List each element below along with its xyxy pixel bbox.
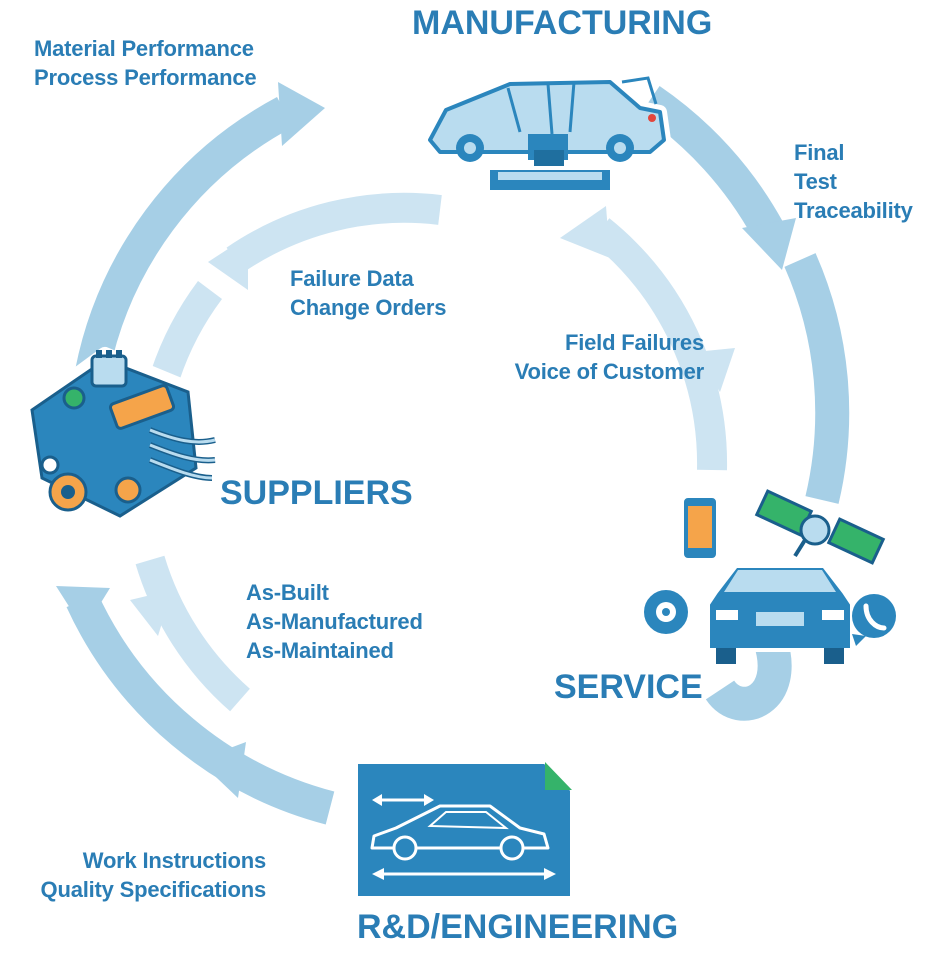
flow-line: Failure Data	[290, 266, 414, 291]
flow-line: Process Performance	[34, 65, 257, 90]
inner-arc-suppliers-lower	[135, 555, 251, 712]
flow-line: Field Failures	[564, 330, 704, 355]
car-blueprint-icon	[354, 760, 574, 900]
wheel-icon	[640, 586, 692, 638]
flow-line: Material Performance	[34, 36, 254, 61]
arc-suppliers-to-manufacturing	[75, 97, 294, 376]
flow-label-traceability: As-Built As-Manufactured As-Maintained	[246, 578, 423, 665]
engine-icon	[22, 347, 216, 528]
arrowhead-left-lower	[56, 586, 110, 630]
node-label-suppliers: SUPPLIERS	[220, 474, 413, 512]
flow-line: Change Orders	[290, 295, 447, 320]
arrowhead-to-manufacturing	[278, 82, 325, 146]
flow-label-mfg-to-service: Final Test Traceability	[794, 138, 913, 225]
outer-arrowheads	[56, 82, 796, 798]
arc-rd-to-suppliers	[66, 592, 335, 825]
flow-line: As-Maintained	[246, 638, 394, 663]
arc-test-to-service	[784, 253, 850, 504]
node-label-service: SERVICE	[554, 668, 703, 706]
inner-arrowhead-to-mfg	[560, 206, 610, 258]
flow-label-mfg-to-suppliers: Failure Data Change Orders	[290, 264, 447, 322]
inner-arc-service-to-mfg	[590, 218, 728, 471]
flow-label-rd-to-suppliers: Work Instructions Quality Specifications	[14, 846, 267, 904]
flow-line: Quality Specifications	[40, 877, 267, 902]
inner-arrowheads	[130, 206, 735, 636]
flow-label-supplier-to-mfg: Material Performance Process Performance	[34, 34, 257, 92]
flow-line: Work Instructions	[82, 848, 266, 873]
flow-line: Voice of Customer	[514, 359, 705, 384]
flow-line: Final	[794, 140, 845, 165]
satellite-icon	[754, 489, 886, 565]
flow-label-service-to-mfg: Field Failures Voice of Customer	[496, 328, 705, 386]
arrowhead-to-service	[742, 218, 796, 270]
phone-call-icon	[852, 594, 896, 646]
inner-arrowhead-service-up	[695, 348, 735, 392]
connected-car-icon	[640, 489, 896, 664]
flow-line: Traceability	[794, 198, 913, 223]
flow-line: Test	[794, 169, 837, 194]
inner-arrowhead-to-suppliers	[208, 236, 248, 290]
inner-arc-mfg-to-suppliers	[226, 192, 442, 273]
arc-service-loop	[705, 634, 792, 721]
node-label-manufacturing: MANUFACTURING	[412, 4, 713, 42]
flow-line: As-Built	[246, 580, 329, 605]
inner-arrowhead-left-down	[130, 590, 172, 636]
node-label-rd: R&D/ENGINEERING	[357, 908, 679, 946]
car-assembly-icon	[423, 75, 671, 194]
flow-line: As-Manufactured	[246, 609, 423, 634]
arrowhead-to-suppliers-bottom	[198, 742, 246, 798]
